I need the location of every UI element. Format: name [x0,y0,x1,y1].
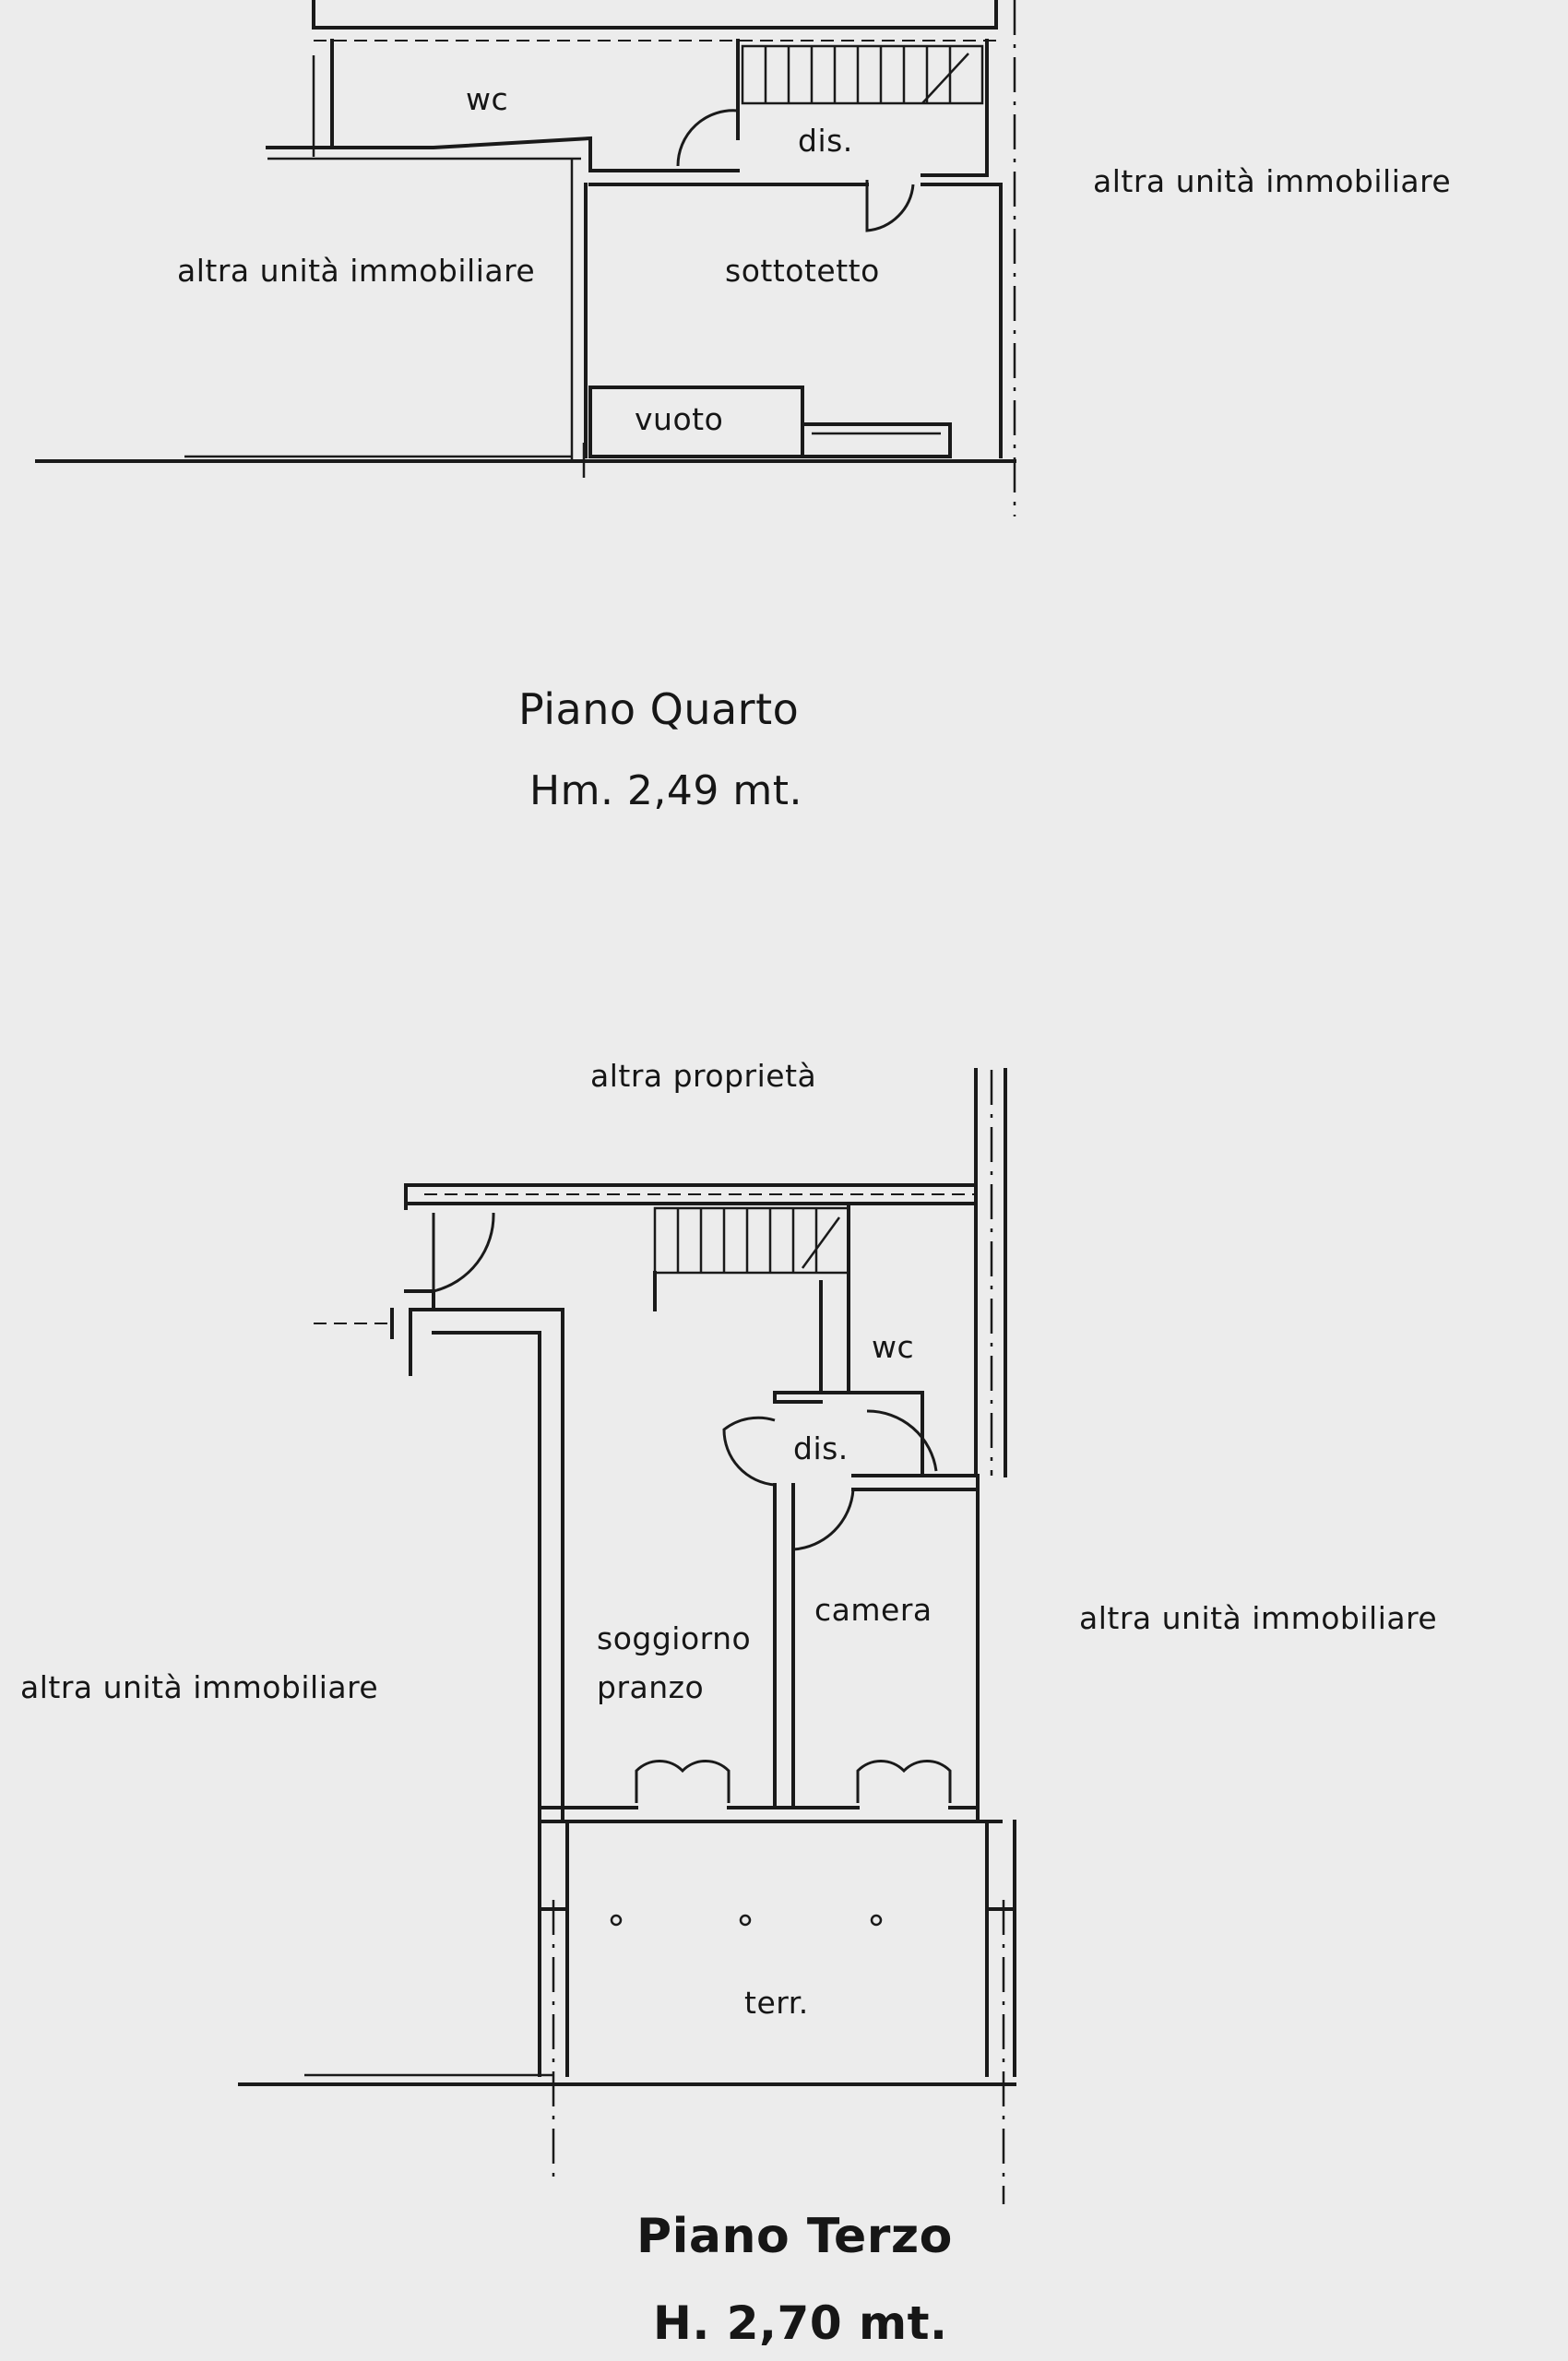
lower-terrace-right [985,1820,1016,2077]
lower-pranzo-label: pranzo [597,1669,705,1705]
terrace-dot-3 [870,1914,883,1927]
lower-dis-walls [773,1391,850,1404]
lower-floor-title: Piano Terzo [636,2209,953,2264]
upper-wc-bottom [330,136,740,172]
upper-dis-right [921,39,989,177]
upper-wc-label: wc [466,81,509,117]
lower-soggiorno-label: soggiorno [597,1620,752,1656]
lower-neighbor-left: altra unità immobiliare [20,1669,379,1705]
lower-floor-plan [238,1068,1016,2204]
lower-dis-door-right [866,1409,938,1472]
lower-bottom-wall [538,1806,1003,1823]
upper-sottotetto-walls [588,183,1003,458]
lower-dis-label: dis. [793,1430,849,1466]
lower-wc-label: wc [872,1329,915,1365]
upper-dis-door [676,109,739,167]
lower-soggiorno-left [432,1308,564,1823]
upper-stair [741,44,984,105]
upper-wc-wall [266,39,334,149]
lower-terrace-label: terr. [744,1985,809,2021]
upper-floor-height: Hm. 2,49 mt. [529,767,802,814]
upper-small-stair [801,422,952,458]
lower-entrance-door [432,1212,495,1293]
upper-vuoto-box [588,386,804,458]
upper-vuoto-label: vuoto [635,401,724,437]
lower-entrance-jamb [390,1289,435,1376]
upper-neighbor-right: altra unità immobiliare [1093,163,1452,199]
lower-dis-door-bottom [791,1489,855,1551]
lower-stair [653,1202,850,1311]
upper-dis-label: dis. [798,123,853,159]
lower-dis-door-left [722,1416,776,1487]
upper-top-wall [312,0,998,30]
lower-wc-wall [819,1280,924,1477]
upper-floor-plan [35,0,1016,516]
upper-neighbor-left: altra unità immobiliare [177,253,536,289]
upper-floor-title: Piano Quarto [518,684,800,734]
lower-top-wall [404,1183,978,1205]
lower-camera-walls [773,1474,980,1809]
lower-right-wall-top [974,1068,1007,1477]
lower-french-door-1 [635,1759,731,1803]
lower-neighbor-right: altra unità immobiliare [1079,1600,1438,1636]
lower-french-door-2 [856,1759,952,1803]
upper-sottotetto-door [865,180,915,232]
terrace-dot-2 [739,1914,752,1927]
upper-sottotetto-label: sottotetto [725,253,880,289]
lower-camera-label: camera [814,1592,932,1628]
lower-floor-height: H. 2,70 mt. [653,2296,948,2350]
terrace-dot-1 [610,1914,623,1927]
lower-neighbor-top: altra proprietà [590,1058,817,1094]
